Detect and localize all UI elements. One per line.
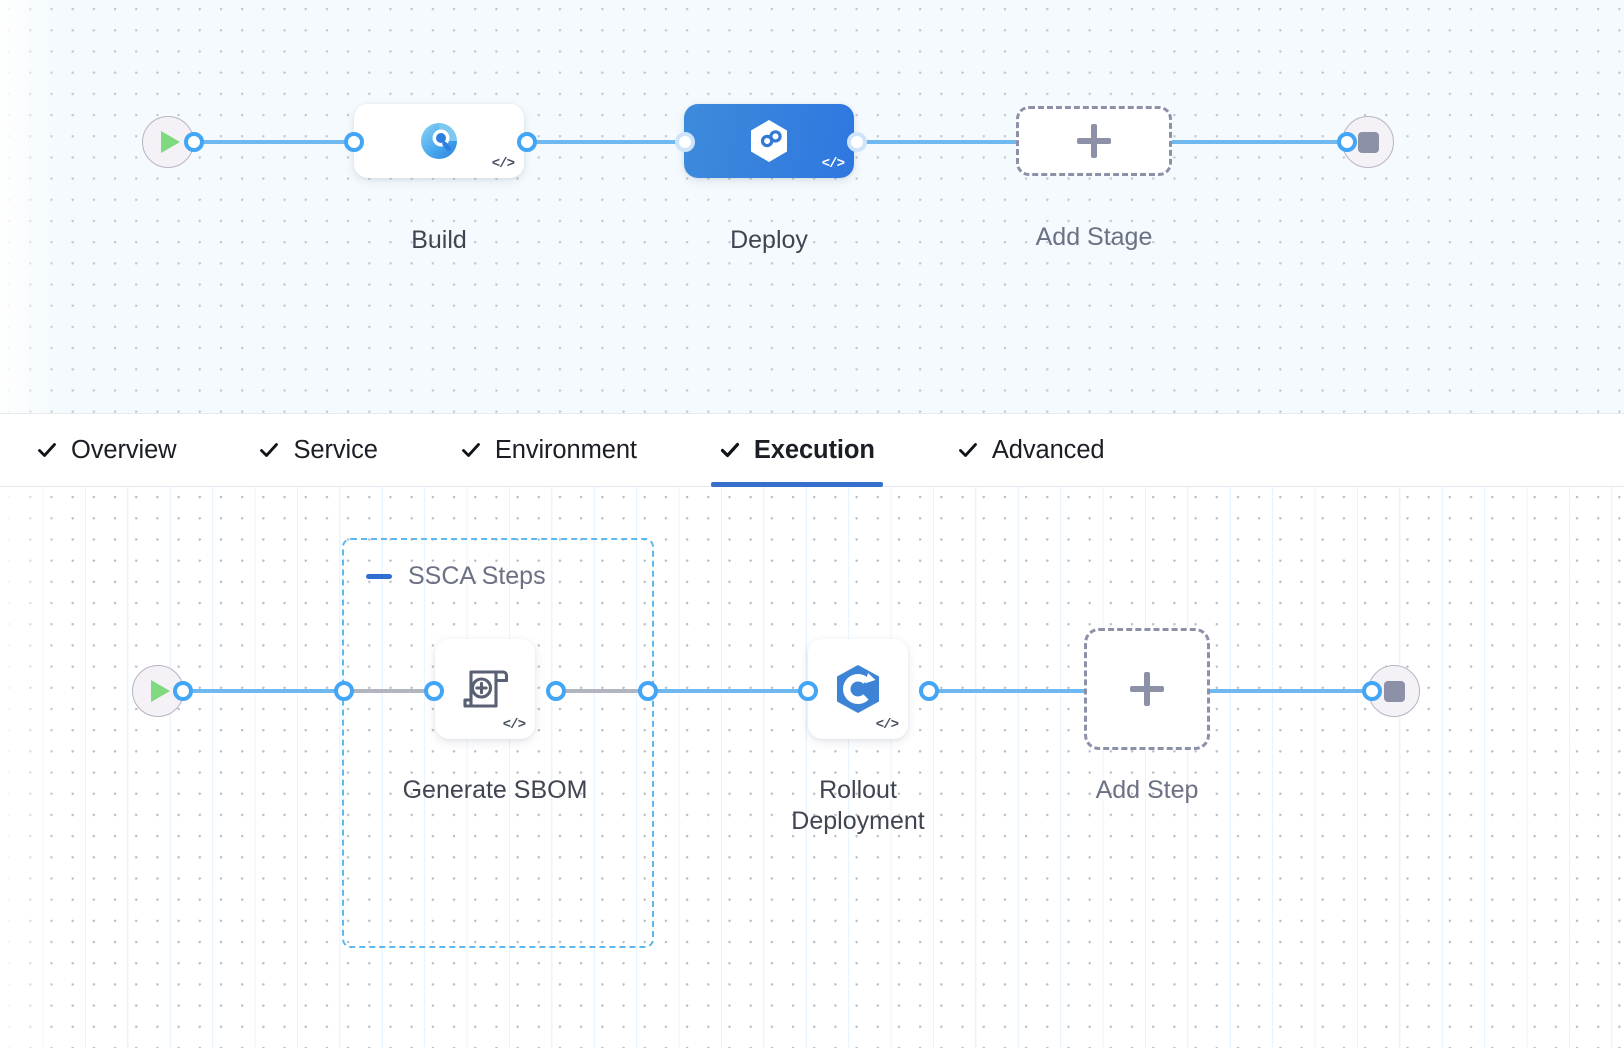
port-sbom-in[interactable] (424, 681, 444, 701)
port-deploy-out[interactable] (847, 132, 867, 152)
port-sbom-out[interactable] (546, 681, 566, 701)
step-group-ssca-steps[interactable]: SSCA Steps (342, 538, 654, 948)
stop-icon (1383, 680, 1405, 702)
play-icon (151, 680, 170, 702)
port-rollout-in[interactable] (798, 681, 818, 701)
port-end-in[interactable] (1337, 132, 1357, 152)
check-icon (958, 443, 977, 457)
port-rollout-out[interactable] (919, 681, 939, 701)
step-label-rollout-deployment: Rollout Deployment (791, 776, 925, 836)
link-deploy-to-addstage (838, 140, 1038, 144)
check-icon (461, 443, 480, 457)
stop-icon (1357, 131, 1379, 153)
tab-service[interactable]: Service (252, 413, 383, 487)
k8s-rollout-icon (808, 639, 908, 739)
tab-label: Environment (494, 435, 637, 464)
tab-environment[interactable]: Environment (454, 413, 643, 487)
link-addstage-to-end (1160, 140, 1360, 144)
link-start-to-build (176, 140, 376, 144)
tab-execution[interactable]: Execution (710, 413, 883, 487)
sbom-scroll-plus-icon (435, 639, 535, 739)
add-stage-label: Add Stage (1035, 223, 1153, 251)
link-sbom-to-group-out (560, 689, 655, 693)
code-view-badge[interactable]: </> (875, 717, 899, 733)
check-icon (720, 442, 739, 458)
link-rollout-to-addstep (920, 689, 1100, 693)
step-group-header: SSCA Steps (366, 562, 546, 591)
port-start-out[interactable] (184, 132, 204, 152)
code-view-badge[interactable]: </> (821, 156, 845, 172)
check-icon (38, 443, 56, 457)
add-step-label: Add Step (1095, 776, 1199, 804)
stage-graph-canvas[interactable]: </> Build </> Deploy Add St (0, 0, 1624, 413)
ci-build-icon (354, 104, 524, 178)
cd-deploy-hexagon-icon (684, 104, 854, 178)
link-group-to-rollout (650, 689, 825, 693)
add-stage-button[interactable] (1016, 106, 1172, 176)
port-exec-end-in[interactable] (1362, 681, 1382, 701)
code-view-badge[interactable]: </> (502, 717, 526, 733)
step-node-rollout-deployment[interactable]: </> (808, 639, 908, 739)
code-view-badge[interactable]: </> (491, 156, 515, 172)
tab-label: Service (293, 435, 378, 464)
tab-label: Advanced (991, 435, 1105, 464)
link-addstep-to-end (1192, 689, 1382, 693)
check-icon (260, 443, 279, 457)
plus-icon (1077, 124, 1111, 158)
tab-overview[interactable]: Overview (30, 413, 182, 487)
port-build-out[interactable] (517, 132, 537, 152)
step-node-generate-sbom[interactable]: </> (435, 639, 535, 739)
execution-graph-canvas[interactable]: SSCA Steps (0, 487, 1624, 1048)
stage-label-build: Build (411, 226, 467, 254)
execution-end-node[interactable] (1368, 665, 1420, 717)
stage-node-build[interactable]: </> (354, 104, 524, 178)
stage-node-deploy[interactable]: </> (684, 104, 854, 178)
minus-icon[interactable] (366, 574, 392, 579)
port-deploy-in[interactable] (675, 132, 695, 152)
port-group-out[interactable] (638, 681, 658, 701)
link-group-in-to-sbom (350, 689, 440, 693)
port-group-in[interactable] (334, 681, 354, 701)
link-start-to-group (166, 689, 356, 693)
tab-label: Overview (71, 435, 177, 464)
step-label-generate-sbom: Generate SBOM (402, 776, 588, 804)
step-group-title: SSCA Steps (408, 562, 546, 590)
port-exec-start-out[interactable] (173, 681, 193, 701)
plus-icon (1130, 672, 1164, 706)
tab-advanced[interactable]: Advanced (951, 413, 1111, 487)
stage-config-tabbar: Overview Service Environment Execution A (0, 413, 1624, 487)
play-icon (161, 131, 180, 153)
stage-label-deploy: Deploy (730, 226, 808, 254)
add-step-button[interactable] (1084, 628, 1210, 750)
link-build-to-deploy (500, 140, 720, 144)
port-build-in[interactable] (344, 132, 364, 152)
tab-label: Execution (753, 435, 875, 464)
